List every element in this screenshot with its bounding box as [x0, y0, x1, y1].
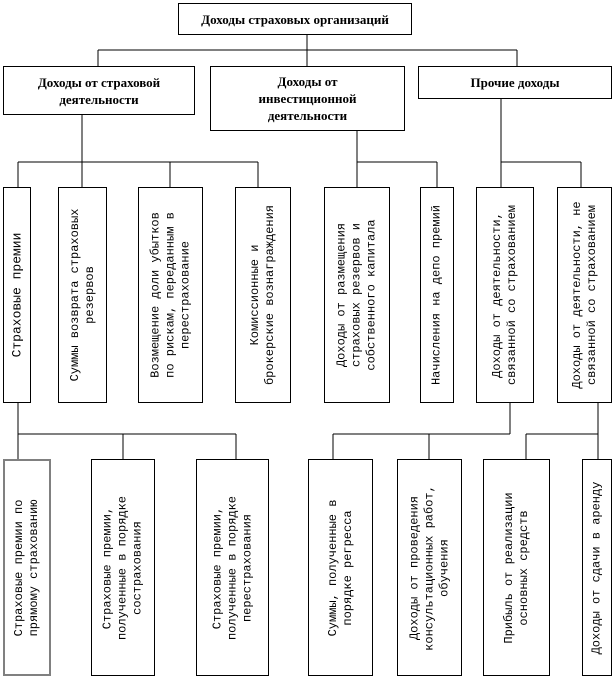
item-label: Доходы от деятельности, связанной со стр… [490, 204, 519, 386]
item-insurance-premiums: Страховые премии [3, 187, 31, 403]
item-loss-compensation: Возмещение доли убытков по рискам, перед… [138, 187, 203, 403]
root-box: Доходы страховых организаций [178, 3, 412, 35]
root-label: Доходы страховых организаций [201, 11, 389, 27]
sub-coinsurance: Страховые премии, полученные в порядке с… [91, 459, 155, 676]
sub-label: Страховые премии, полученные в порядке с… [100, 495, 145, 640]
group-label: Доходы от страховой деятельности [37, 74, 161, 107]
item-related-activity: Доходы от деятельности, связанной со стр… [476, 187, 534, 403]
sub-reinsurance: Страховые премии, полученные в порядке п… [196, 459, 269, 676]
sub-consulting: Доходы от проведения консультационных ра… [397, 459, 462, 676]
connector-unrelated [525, 402, 599, 459]
connector-premiums [17, 402, 237, 459]
sub-asset-sales: Прибыль от реализации основных средств [483, 459, 550, 676]
item-label: Комиссионные и брокерские вознаграждения [248, 204, 277, 386]
item-label: Возмещение доли убытков по рискам, перед… [148, 212, 192, 378]
group-investment-activity: Доходы от инвестиционной деятельности [210, 66, 405, 131]
group-insurance-activity: Доходы от страховой деятельности [3, 66, 195, 115]
item-commissions: Комиссионные и брокерские вознаграждения [235, 187, 291, 403]
sub-recourse: Суммы, полученные в порядке регресса [308, 459, 373, 676]
item-deposit-accruals: Начисления на депо премий [420, 187, 454, 403]
sub-rental: Доходы от сдачи в аренду [582, 459, 612, 676]
sub-label: Страховые премии, полученные в порядке п… [210, 495, 254, 640]
connector-root [97, 34, 518, 66]
item-label: Страховые премии [9, 232, 25, 358]
group-label: Доходы от инвестиционной деятельности [258, 74, 357, 123]
item-label: Доходы от деятельности, не связанной со … [569, 201, 599, 389]
connector-investment [356, 130, 438, 187]
item-reserve-returns: Суммы возврата страховых резервов [58, 187, 107, 403]
group-other-income: Прочие доходы [418, 66, 612, 99]
item-label: Доходы от размещения страховых резервов … [334, 219, 379, 371]
group-label: Прочие доходы [470, 75, 560, 90]
sub-label: Страховые премии по прямому страхованию [12, 499, 41, 636]
item-label: Начисления на депо премий [429, 204, 444, 386]
connector-other [500, 98, 582, 187]
sub-label: Доходы от проведения консультационных ра… [407, 484, 451, 651]
sub-label: Суммы, полученные в порядке регресса [325, 499, 355, 636]
item-reserve-placement: Доходы от размещения страховых резервов … [324, 187, 390, 403]
sub-label: Прибыль от реализации основных средств [501, 491, 531, 644]
connector-related [332, 402, 511, 459]
sub-label: Доходы от сдачи в аренду [589, 481, 604, 654]
item-unrelated-activity: Доходы от деятельности, не связанной со … [557, 187, 612, 403]
item-label: Суммы возврата страховых резервов [67, 208, 97, 382]
sub-direct-insurance: Страховые премии по прямому страхованию [3, 459, 51, 676]
connector-insurance [17, 114, 259, 187]
